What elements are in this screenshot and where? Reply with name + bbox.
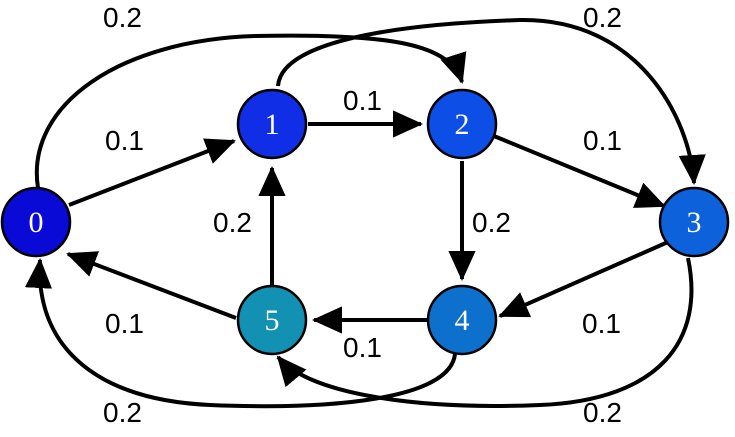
edge-0-2	[34, 33, 467, 189]
weight-4-5: 0.1	[343, 332, 382, 363]
weight-3-5: 0.2	[583, 397, 622, 428]
edge-0-1	[68, 138, 236, 207]
edges	[24, 17, 706, 409]
weight-0-1: 0.1	[105, 125, 144, 156]
node-4-label: 4	[455, 304, 470, 337]
node-2: 2	[426, 88, 498, 160]
node-3-circle	[658, 186, 730, 258]
node-0-label: 0	[29, 206, 44, 239]
edge-5-0	[66, 251, 237, 320]
weight-3-4: 0.1	[582, 308, 621, 339]
node-3-label: 3	[687, 206, 702, 239]
nodes: 0 1 2 3 4 5	[0, 88, 730, 356]
node-4: 4	[426, 284, 498, 356]
node-1-label: 1	[265, 108, 280, 141]
node-5-label: 5	[265, 304, 280, 337]
node-0: 0	[0, 186, 72, 258]
weight-1-3: 0.2	[583, 2, 622, 33]
node-2-label: 2	[455, 108, 470, 141]
node-4-circle	[426, 284, 498, 356]
node-3: 3	[658, 186, 730, 258]
edge-3-5	[276, 257, 694, 408]
edge-labels: 0.1 0.1 0.1 0.2 0.1 0.1 0.2 0.1 0.2 0.2 …	[103, 2, 622, 428]
edge-4-0	[24, 258, 457, 409]
node-5: 5	[236, 284, 308, 356]
node-1-circle	[236, 88, 308, 160]
weight-5-0: 0.1	[105, 308, 144, 339]
weight-4-0: 0.2	[103, 397, 142, 428]
edge-2-3	[493, 134, 666, 208]
weight-2-4: 0.2	[472, 207, 511, 238]
node-2-circle	[426, 88, 498, 160]
weight-0-2: 0.2	[103, 2, 142, 33]
node-5-circle	[236, 284, 308, 356]
weight-1-2: 0.1	[343, 85, 382, 116]
node-0-circle	[0, 186, 72, 258]
edge-1-3	[276, 17, 706, 185]
edge-3-4	[498, 240, 669, 318]
node-1: 1	[236, 88, 308, 160]
weight-2-3: 0.1	[583, 125, 622, 156]
weight-5-1: 0.2	[213, 207, 252, 238]
